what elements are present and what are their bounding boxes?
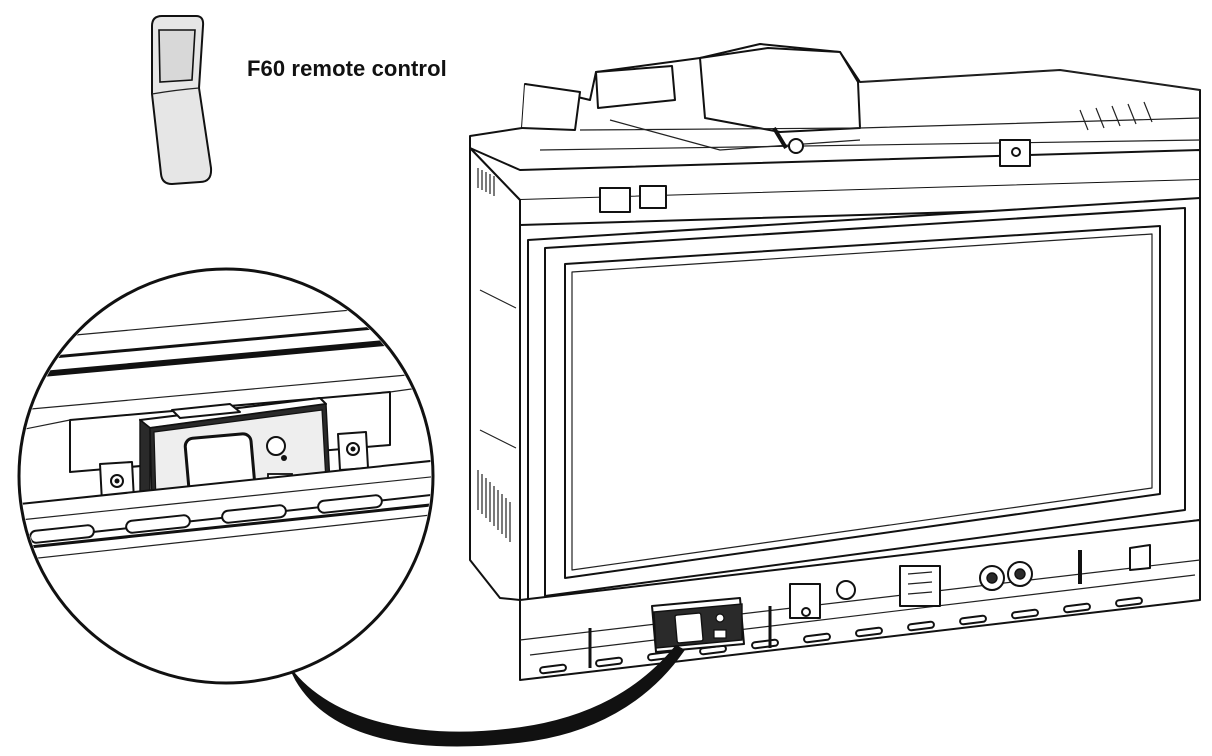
detail-leader-line [289, 645, 686, 747]
gas-valve-components [789, 544, 1151, 619]
magnified-detail-content [21, 301, 431, 561]
receiver-box-small [651, 597, 745, 653]
remote-control-icon [151, 15, 213, 186]
remote-control-label: F60 remote control [247, 56, 447, 81]
fireplace-unit [469, 43, 1201, 681]
